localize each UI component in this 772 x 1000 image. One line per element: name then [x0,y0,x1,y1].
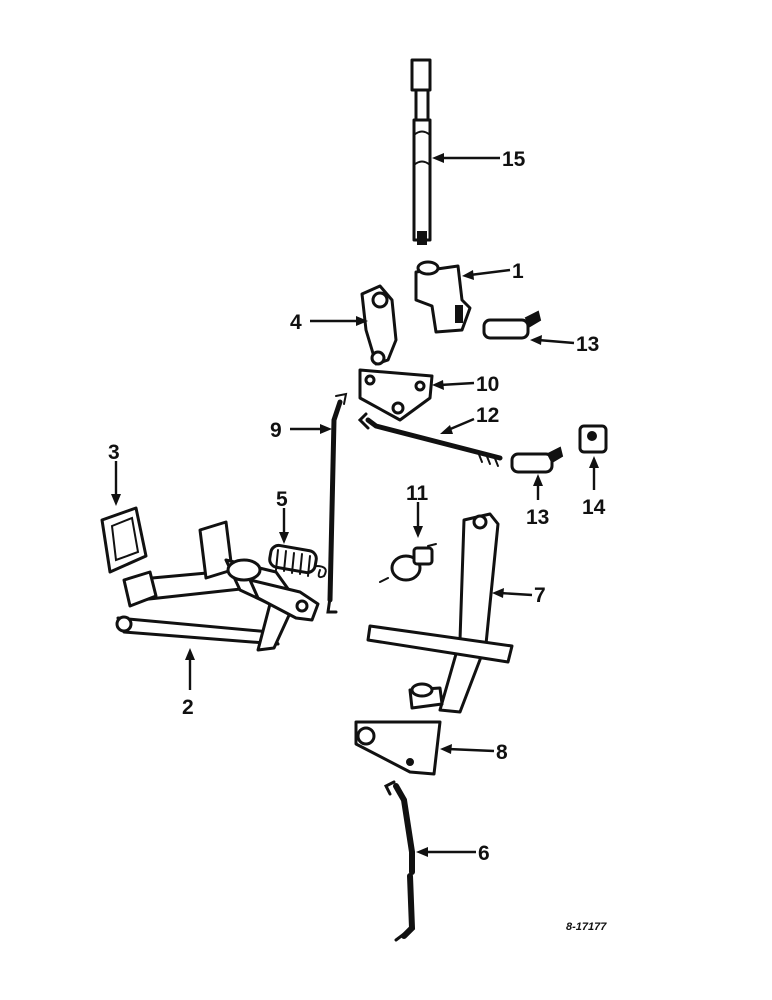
part-2-pedal-assembly [115,520,320,652]
leader-3 [111,461,121,506]
part-9-rod [326,392,348,614]
leader-14 [589,456,599,490]
callout-12: 12 [476,404,499,427]
leader-4 [310,316,368,326]
callout-14: 14 [582,496,606,519]
part-5-spring [268,543,327,579]
leader-8 [440,744,495,754]
leader-13-lower [533,474,543,500]
part-10-plate [358,368,434,422]
callout-7: 7 [534,584,546,607]
callout-15: 15 [502,148,526,171]
part-8-plate [354,720,442,776]
callout-11: 11 [406,482,429,505]
callout-9: 9 [270,419,282,442]
leader-11 [413,502,423,538]
leader-5 [279,508,289,544]
callout-6: 6 [478,842,490,865]
callout-4: 4 [290,311,302,334]
callout-13-lower: 13 [526,506,549,529]
leader-7 [492,588,533,598]
callout-5: 5 [276,488,288,511]
callout-2: 2 [182,696,194,719]
leader-13-upper [530,335,575,345]
leader-1 [462,268,511,280]
part-14-clip [578,424,608,454]
callout-13-upper: 13 [576,333,599,356]
part-3-pad [100,506,148,574]
callout-3: 3 [108,441,120,464]
leader-10 [432,380,475,390]
part-11-bolt [379,543,437,583]
part-6-rod [383,780,416,942]
part-7-lever [366,512,514,714]
callout-10: 10 [476,373,499,396]
leader-9 [290,424,332,434]
part-15-shaft [410,58,432,245]
part-13-pin-lower [510,446,564,474]
leader-12 [440,417,475,434]
callout-1: 1 [512,260,524,283]
part-13-pin-upper [482,310,542,340]
leader-6 [416,847,476,857]
part-12-rod [357,412,503,467]
part-1-bracket [414,260,472,334]
leader-2 [185,648,195,690]
callout-8: 8 [496,741,508,764]
leader-15 [432,153,500,163]
part-4-plate [360,284,398,366]
reference-code: 8-17177 [566,921,607,933]
